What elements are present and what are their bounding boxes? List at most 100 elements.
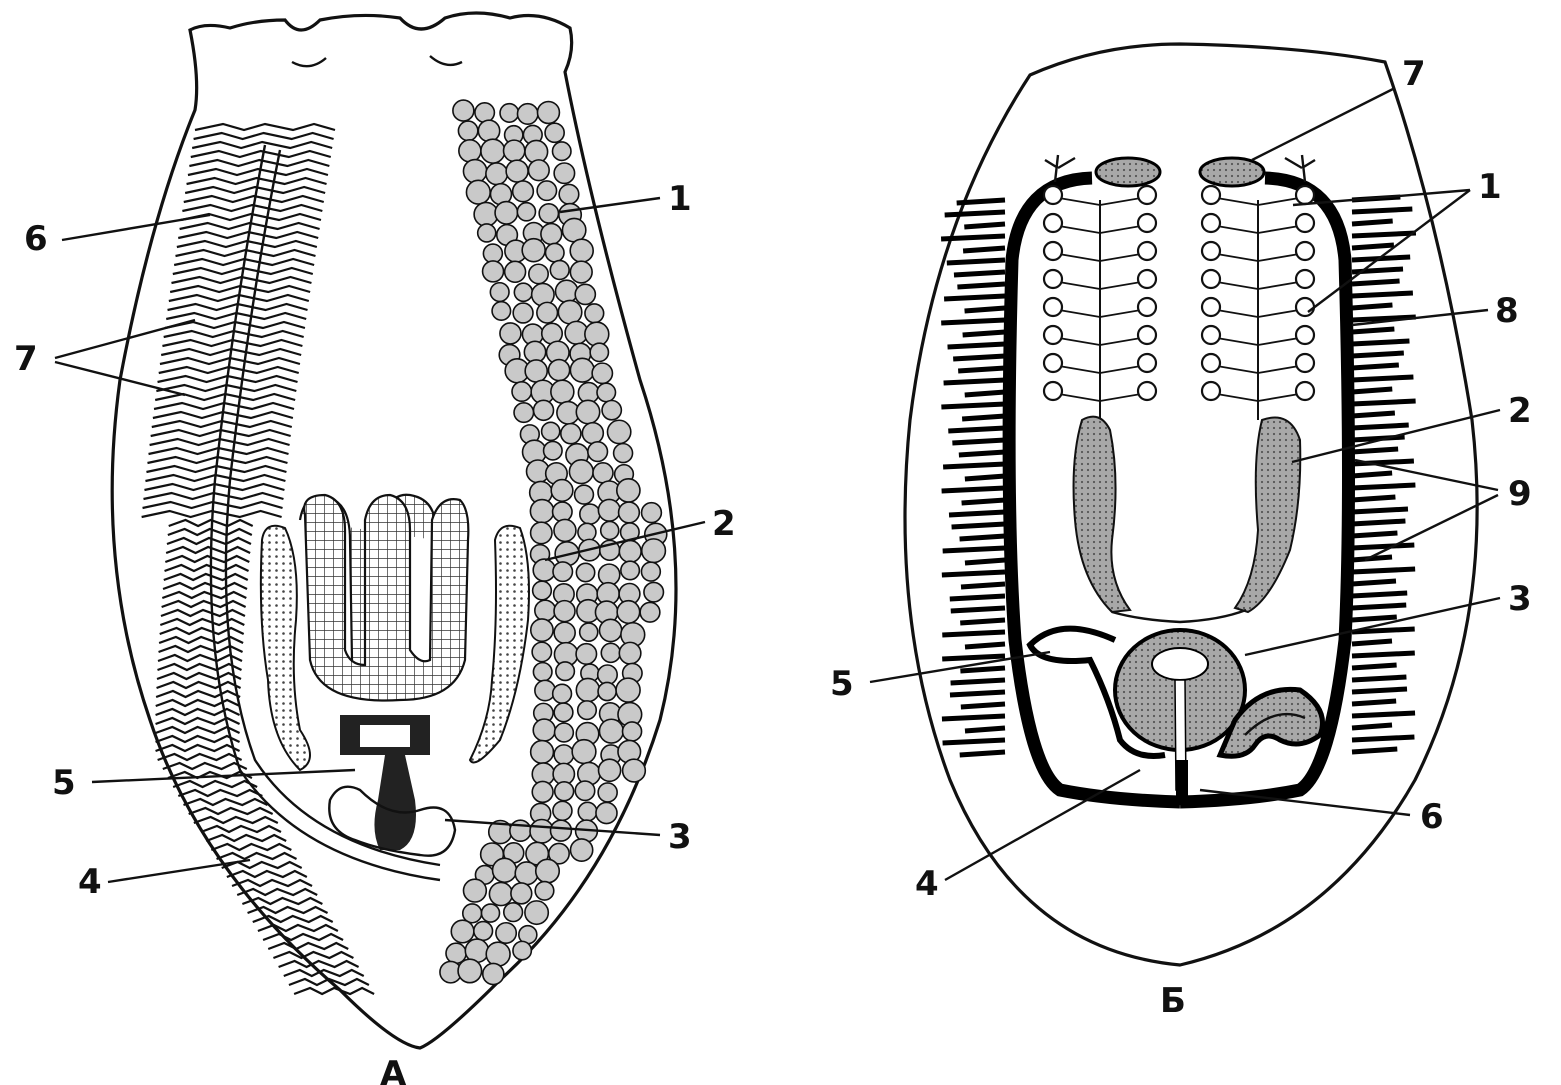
diverticulum-stroke [1352,533,1397,536]
follicle-icon [619,502,640,523]
follicle-icon [515,862,538,885]
diverticulum-stroke [942,572,1005,575]
testis-follicle-icon [1044,186,1062,204]
diverticulum-stroke [1352,713,1415,716]
follicle-icon [599,759,621,781]
diverticulum-stroke [965,728,1005,731]
diverticulum-stroke [1352,605,1406,608]
diverticulum-stroke [965,476,1005,479]
follicle-icon [619,642,641,664]
follicle-icon [533,559,555,581]
follicle-icon [474,922,493,941]
follicle-icon [463,160,486,183]
testis-follicle-icon [1138,186,1156,204]
diverticulum-stroke [1352,209,1412,212]
follicle-icon [590,343,608,361]
follicle-icon [533,663,552,682]
follicle-icon [513,303,533,323]
follicle-icon [517,203,535,221]
diverticulum-stroke [965,644,1005,647]
figure-b-label-1: 1 [1478,167,1502,207]
follicle-icon [532,642,551,661]
diverticulum-stroke [950,596,1005,599]
follicle-icon [536,859,560,883]
follicle-icon [551,480,573,502]
diverticulum-stroke [1352,305,1392,308]
follicle-icon [537,181,556,200]
diverticulum-stroke [951,680,1005,683]
diverticulum-stroke [962,500,1005,503]
follicle-icon [602,400,621,419]
follicle-icon [640,602,660,622]
diverticulum-stroke [1352,725,1392,728]
follicle-icon [551,380,574,403]
follicle-icon [576,400,599,423]
follicle-icon [511,883,532,904]
follicle-icon [490,283,509,302]
follicle-icon [569,460,593,484]
follicle-icon [598,783,617,802]
diverticulum-stroke [960,620,1005,623]
diverticulum-stroke [959,452,1005,455]
diverticulum-stroke [958,368,1005,371]
diverticulum-stroke [960,752,1005,755]
testis-follicle-icon [1044,354,1062,372]
follicle-icon [474,202,498,226]
follicle-icon [514,283,532,301]
follicle-icon [513,181,534,202]
diverticulum-stroke [951,608,1005,611]
diverticulum-stroke [1352,425,1409,428]
diverticulum-stroke [1352,413,1395,416]
follicle-icon [559,184,579,204]
diverticulum-stroke [961,704,1005,707]
diverticulum-stroke [945,212,1005,215]
follicle-icon [500,104,518,122]
follicle-icon [553,142,571,160]
testis-follicle-icon [1202,382,1220,400]
follicle-icon [533,581,552,600]
diverticulum-stroke [944,296,1005,299]
follicle-icon [513,941,531,959]
diverticulum-stroke [1352,473,1392,476]
follicle-icon [514,403,534,423]
follicle-icon [512,382,531,401]
diverticulum-stroke [1352,653,1415,656]
testis-follicle-icon [1044,270,1062,288]
diverticulum-stroke [953,356,1005,359]
follicle-icon [544,441,563,460]
diverticulum-stroke [965,308,1005,311]
diverticulum-stroke [947,260,1005,263]
follicle-icon [619,541,641,563]
follicle-icon [582,423,603,444]
figure-b-label-5: 5 [830,664,854,704]
testis-follicle-icon [1296,354,1314,372]
follicle-icon [542,422,560,440]
figure-a-label-7: 7 [14,339,38,379]
diverticulum-stroke [1352,221,1393,224]
follicle-icon [530,500,553,523]
diverticulum-stroke [960,536,1005,539]
follicle-icon [539,204,558,223]
diverticulum-stroke [943,548,1005,551]
follicle-icon [598,682,616,700]
follicle-icon [592,363,612,383]
follicle-icon [528,160,549,181]
testis-follicle-icon [1138,354,1156,372]
diverticulum-stroke [1352,569,1415,572]
follicle-icon [553,562,572,581]
testis-follicle-icon [1044,298,1062,316]
follicle-icon [555,782,574,801]
follicle-icon [599,719,623,743]
follicle-icon [593,463,613,483]
figure-b-label-3: 3 [1508,579,1532,619]
diverticulum-stroke [1352,545,1414,548]
follicle-icon [580,504,600,524]
follicle-icon [554,622,575,643]
testis-follicle-icon [1202,186,1220,204]
follicle-icon [550,261,569,280]
diverticulum-stroke [965,560,1005,563]
diverticulum-stroke [941,236,1005,239]
follicle-icon [623,759,646,782]
diverticulum-stroke [1352,509,1408,512]
